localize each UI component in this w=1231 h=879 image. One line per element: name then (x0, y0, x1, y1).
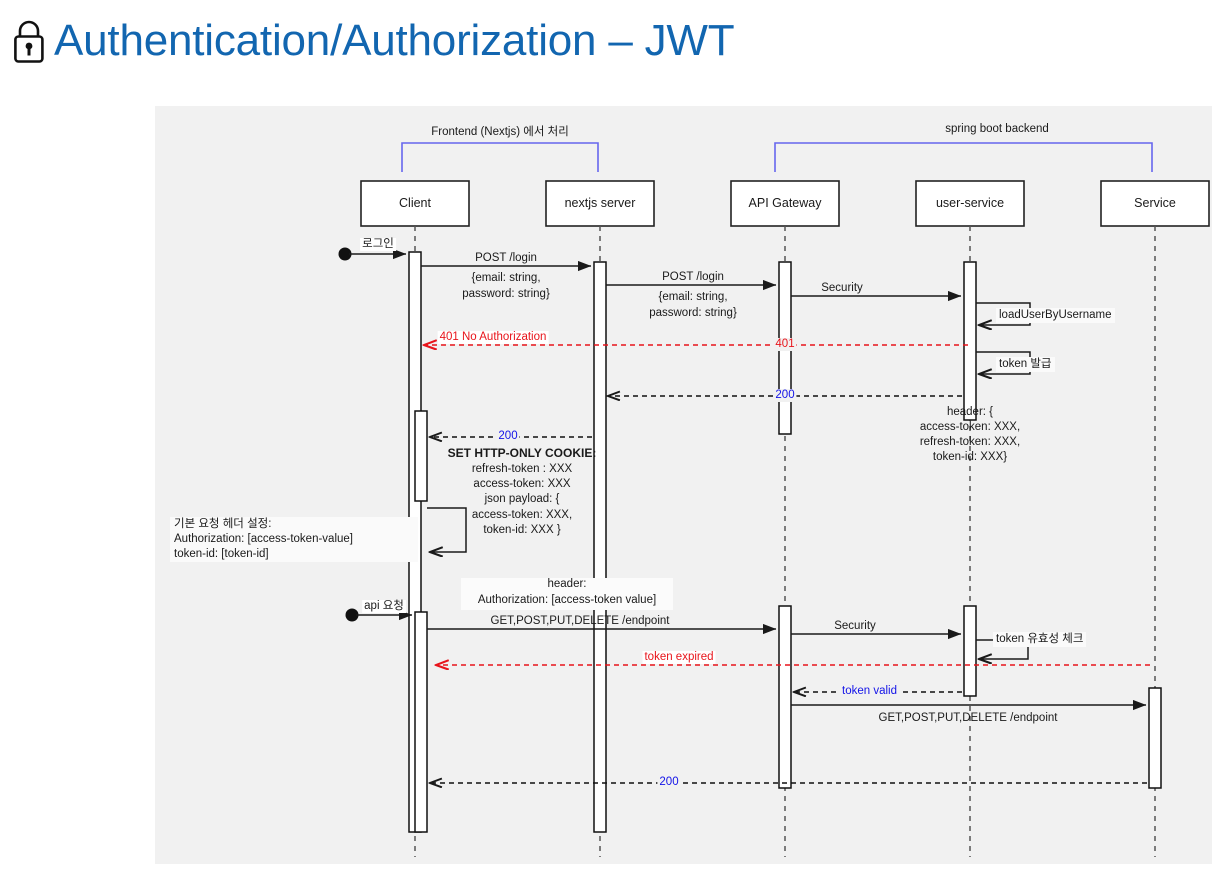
note-line-1: 기본 요청 헤더 설정: (174, 518, 272, 530)
actor-trigger-login (338, 247, 407, 261)
annotation-json-payload: json payload: { (485, 493, 560, 506)
label-security-2: Security (832, 620, 878, 633)
label-token-expired: token expired (642, 651, 716, 664)
annotation-header-open: : { (982, 406, 994, 418)
note-line-3: token-id: [token-id] (174, 548, 269, 560)
group-bracket-frontend (401, 142, 599, 172)
label-api-verbs-1: GET,POST,PUT,DELETE /endpoint (490, 615, 670, 627)
group-label-frontend: Frontend (Nextjs) 에서 처리 (427, 123, 573, 139)
label-post-login-1: POST /login (475, 252, 537, 264)
participant-service[interactable]: Service (1134, 196, 1176, 210)
participant-boxes (360, 180, 1210, 227)
annotation-json-payload-title: json payload (484, 493, 550, 505)
annotation-set-cookie-title: SET HTTP-ONLY COOKIE: (447, 446, 597, 460)
api-header-note: header: Authorization: [access-token val… (461, 578, 673, 610)
api-header-title: header: (547, 578, 587, 590)
participant-api-gateway[interactable]: API Gateway (748, 196, 822, 210)
label-token-validity-check: token 유효성 체크 (993, 632, 1087, 647)
label-load-user-by-username: loadUserByUsername (996, 308, 1115, 323)
label-api-verbs-2: GET,POST,PUT,DELETE /endpoint (878, 712, 1058, 724)
annotation-header-title: header (946, 406, 983, 418)
lock-icon (10, 18, 48, 64)
actor-trigger-api (345, 608, 413, 622)
group-label-backend: spring boot backend (941, 123, 1053, 135)
label-200-to-nextjs: 200 (773, 389, 797, 402)
annotation-payload-token-id: token-id: XXX } (483, 524, 561, 536)
label-401-no-authorization: 401 No Authorization (437, 331, 549, 344)
participant-user-service[interactable]: user-service (935, 196, 1005, 210)
label-200-final: 200 (657, 776, 681, 789)
participant-nextjs-server[interactable]: nextjs server (564, 196, 636, 210)
label-post-login-1-body-a: {email: string, (471, 272, 541, 284)
trigger-label-login: 로그인 (360, 238, 396, 251)
label-post-login-2-body-b: password: string} (649, 307, 737, 319)
participant-client[interactable]: Client (399, 196, 431, 210)
annotation-header-block: header: { (947, 405, 993, 419)
page-title: Authentication/Authorization – JWT (10, 8, 735, 74)
annotation-payload-access-token: access-token: XXX, (471, 509, 573, 521)
annotation-refresh-token: refresh-token : XXX (471, 463, 573, 475)
annotation-access-token: access-token: XXX (473, 478, 571, 490)
label-200-to-client: 200 (496, 430, 520, 443)
page-title-text: Authentication/Authorization – JWT (54, 16, 735, 65)
label-security-1: Security (821, 282, 863, 294)
label-token-valid: token valid (840, 685, 899, 698)
note-connector-default-header (427, 507, 467, 552)
annotation-json-payload-open: : { (549, 493, 560, 505)
group-bracket-backend (774, 142, 1153, 172)
label-post-login-1-body-b: password: string} (462, 288, 550, 300)
label-401: 401 (773, 338, 797, 351)
diagram-frame (152, 103, 1215, 867)
note-line-2: Authorization: [access-token-value] (174, 533, 353, 545)
label-post-login-2: POST /login (662, 271, 724, 283)
note-default-request-header: 기본 요청 헤더 설정: Authorization: [access-toke… (170, 517, 418, 562)
annotation-header-access-token: access-token: XXX, (919, 421, 1021, 433)
label-token-issue: token 발급 (996, 357, 1055, 372)
trigger-label-api: api 요청 (362, 600, 406, 613)
label-post-login-2-body-a: {email: string, (658, 291, 728, 303)
annotation-header-token-id: token-id: XXX} (932, 451, 1008, 463)
api-header-authorization: Authorization: [access-token value] (477, 594, 657, 606)
annotation-header-refresh-token: refresh-token: XXX, (919, 436, 1021, 448)
